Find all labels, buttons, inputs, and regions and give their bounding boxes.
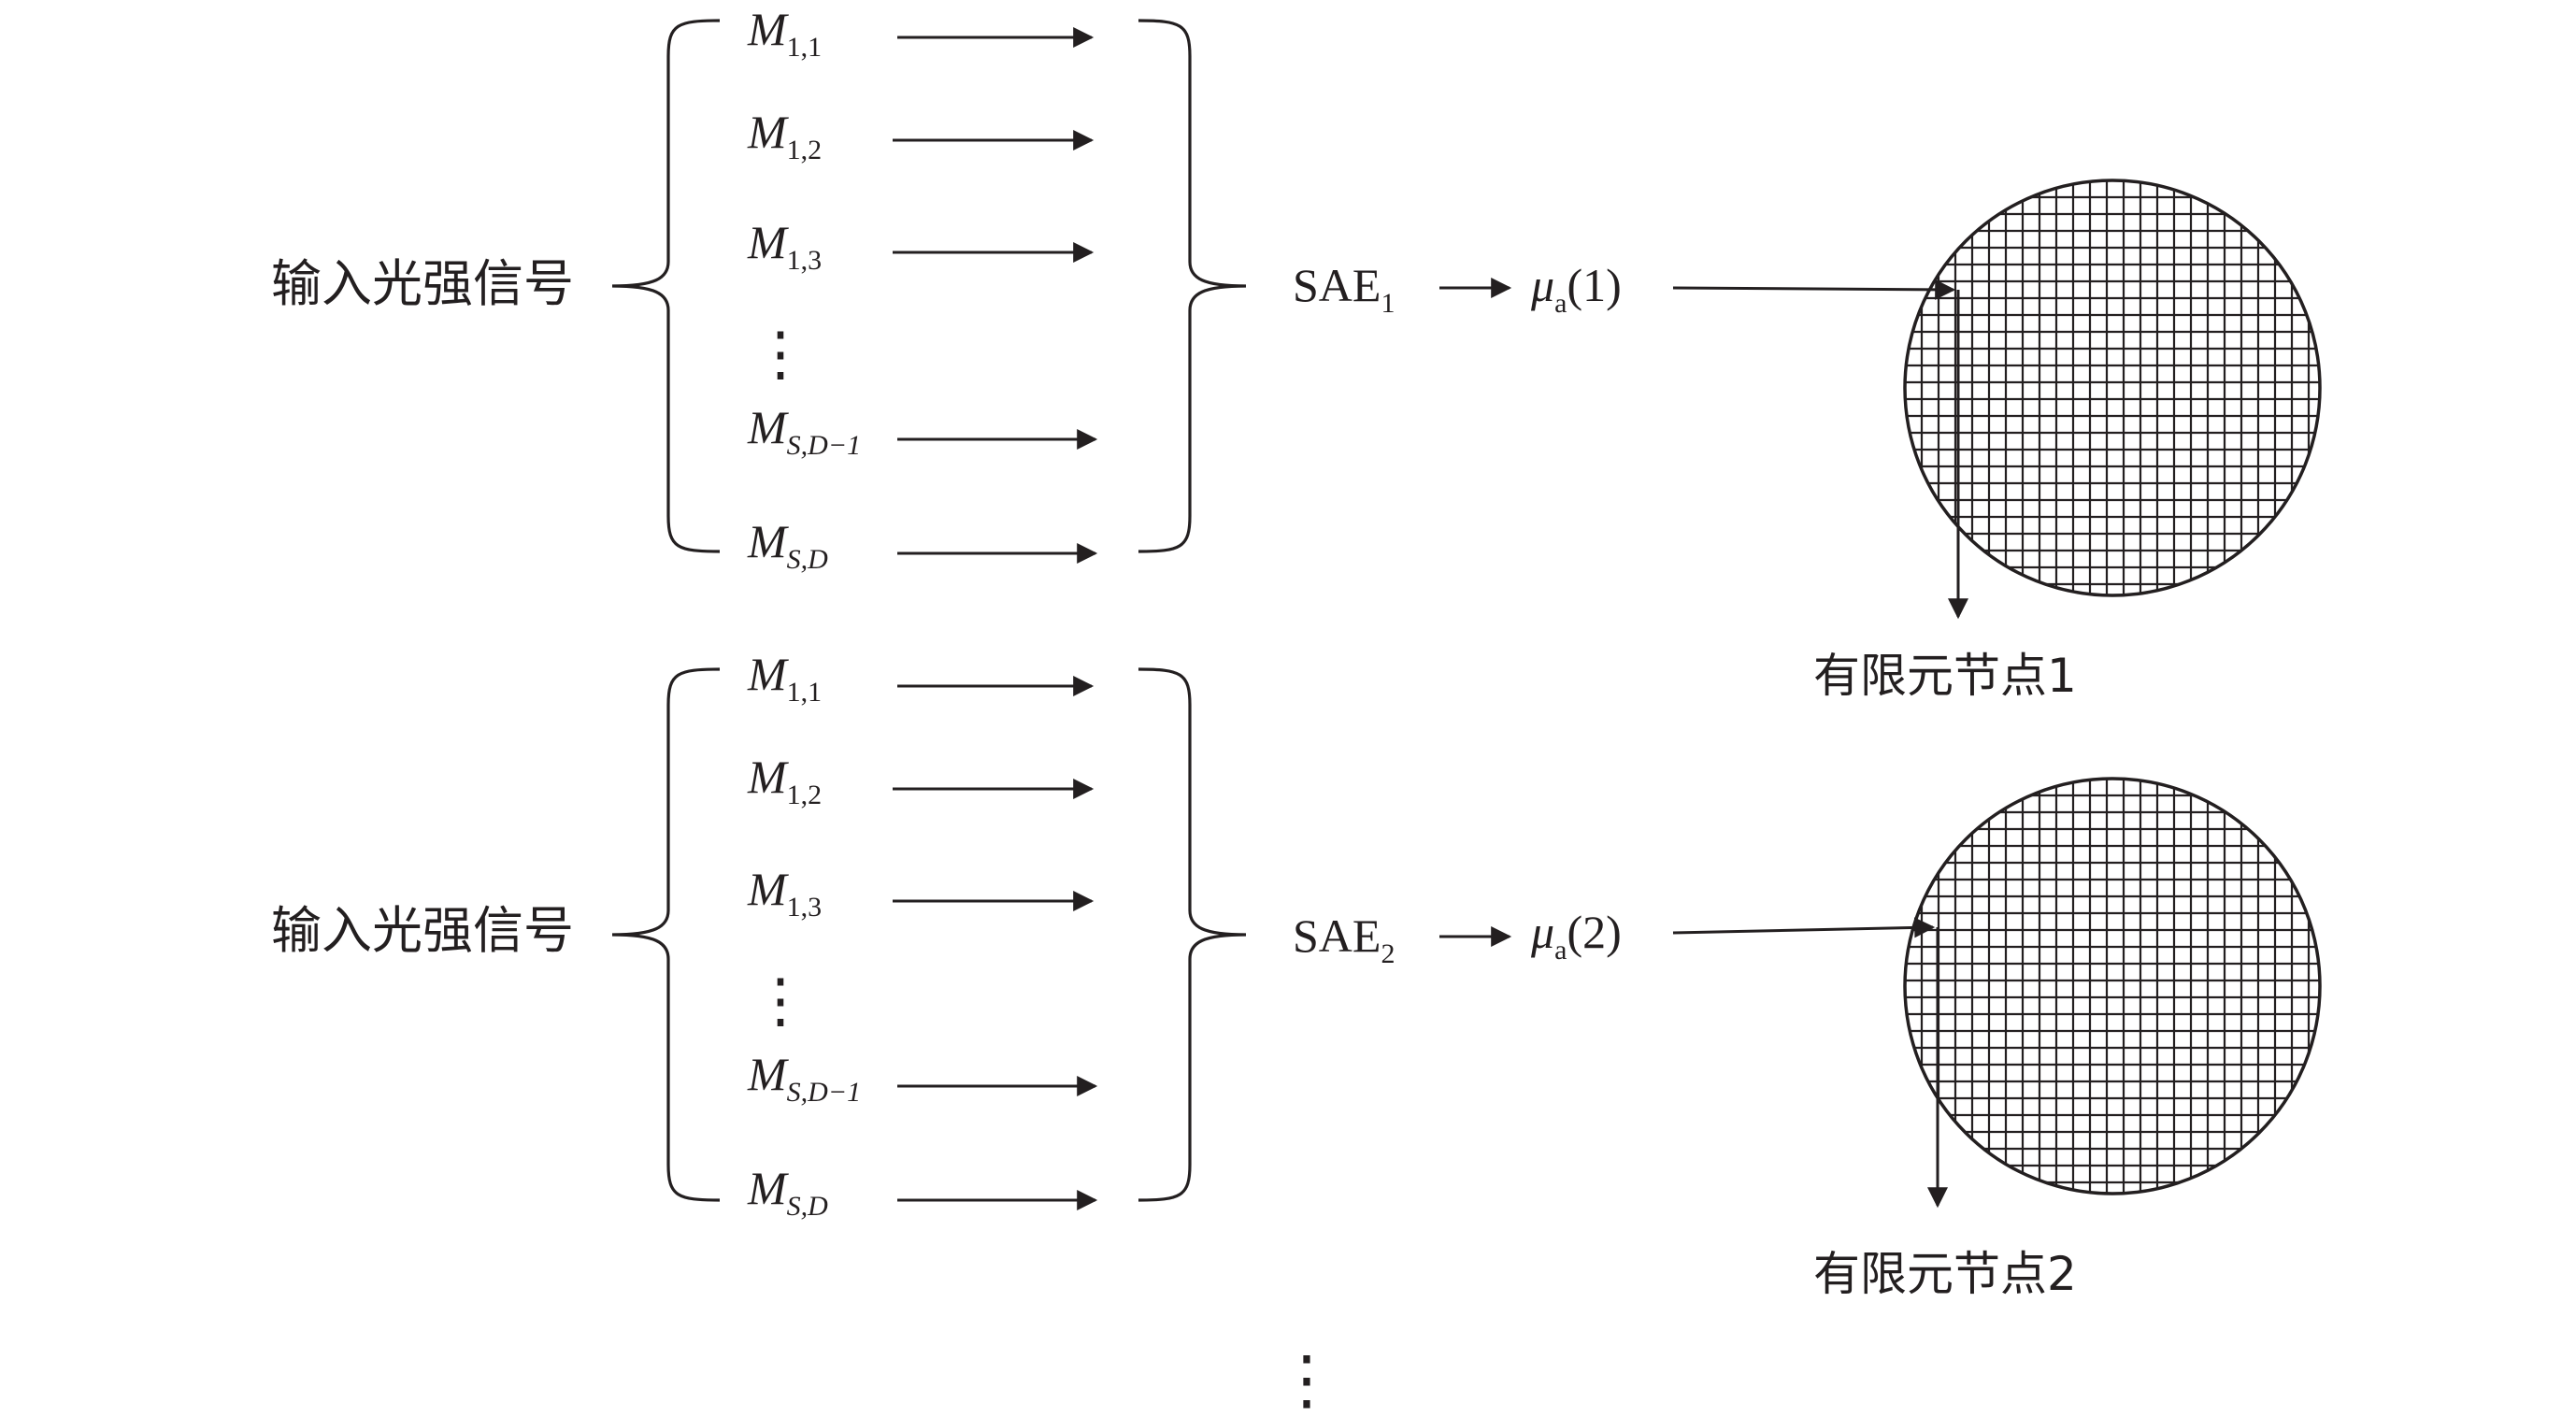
mesh-boundary-1 — [1903, 179, 2322, 597]
node-label-1: 有限元节点1 — [1813, 649, 2077, 703]
measurement-m12-1: M1,2 — [747, 106, 822, 165]
measurement-m13-2: M1,3 — [747, 863, 822, 923]
input-label-1: 输入光强信号 — [271, 254, 574, 313]
right-brace-1 — [1138, 19, 1247, 553]
node-label-2: 有限元节点2 — [1813, 1247, 2077, 1301]
measurement-ellipsis-2: ⋮ — [751, 967, 810, 1034]
continuation-ellipsis: ⋮ — [1274, 1345, 1339, 1417]
measurement-m13-1: M1,3 — [747, 216, 822, 276]
block-1: 输入光强信号 M1,1 M1,2 M1,3 ⋮ MS,D−1 MS,D SAE1… — [271, 3, 2322, 703]
measurement-msd-1: MS,D — [747, 515, 828, 575]
left-brace-1 — [611, 19, 721, 553]
sae-label-2: SAE2 — [1293, 909, 1395, 969]
mesh-grid-1 — [1905, 180, 2320, 595]
mu-to-mesh-arrow-1 — [1672, 279, 1956, 300]
measurement-msd-2: MS,D — [747, 1162, 828, 1222]
measurement-m12-2: M1,2 — [747, 751, 822, 810]
input-label-2: 输入光强信号 — [271, 901, 574, 960]
mu-label-2: μa(2) — [1530, 906, 1622, 966]
left-brace-2 — [611, 667, 721, 1202]
block-2: 输入光强信号 M1,1 M1,2 M1,3 ⋮ MS,D−1 MS,D SAE2… — [271, 648, 2322, 1301]
fem-mesh-1 — [1903, 179, 2322, 597]
right-brace-2 — [1138, 667, 1247, 1202]
mu-to-mesh-arrow-2 — [1672, 917, 1936, 938]
measurement-msd1-1: MS,D−1 — [747, 401, 861, 461]
measurement-list-2: M1,1 M1,2 M1,3 ⋮ MS,D−1 MS,D — [747, 648, 1098, 1222]
measurement-msd1-2: MS,D−1 — [747, 1048, 861, 1108]
measurement-list-1: M1,1 M1,2 M1,3 ⋮ MS,D−1 MS,D — [747, 3, 1098, 575]
measurement-m11-1: M1,1 — [747, 3, 822, 63]
mesh-grid-2 — [1905, 779, 2320, 1194]
mesh-boundary-2 — [1903, 777, 2322, 1195]
fem-mesh-2 — [1903, 777, 2322, 1195]
measurement-ellipsis-1: ⋮ — [751, 321, 810, 387]
measurement-m11-2: M1,1 — [747, 648, 822, 708]
mu-label-1: μa(1) — [1530, 259, 1622, 319]
sae-label-1: SAE1 — [1293, 259, 1395, 319]
